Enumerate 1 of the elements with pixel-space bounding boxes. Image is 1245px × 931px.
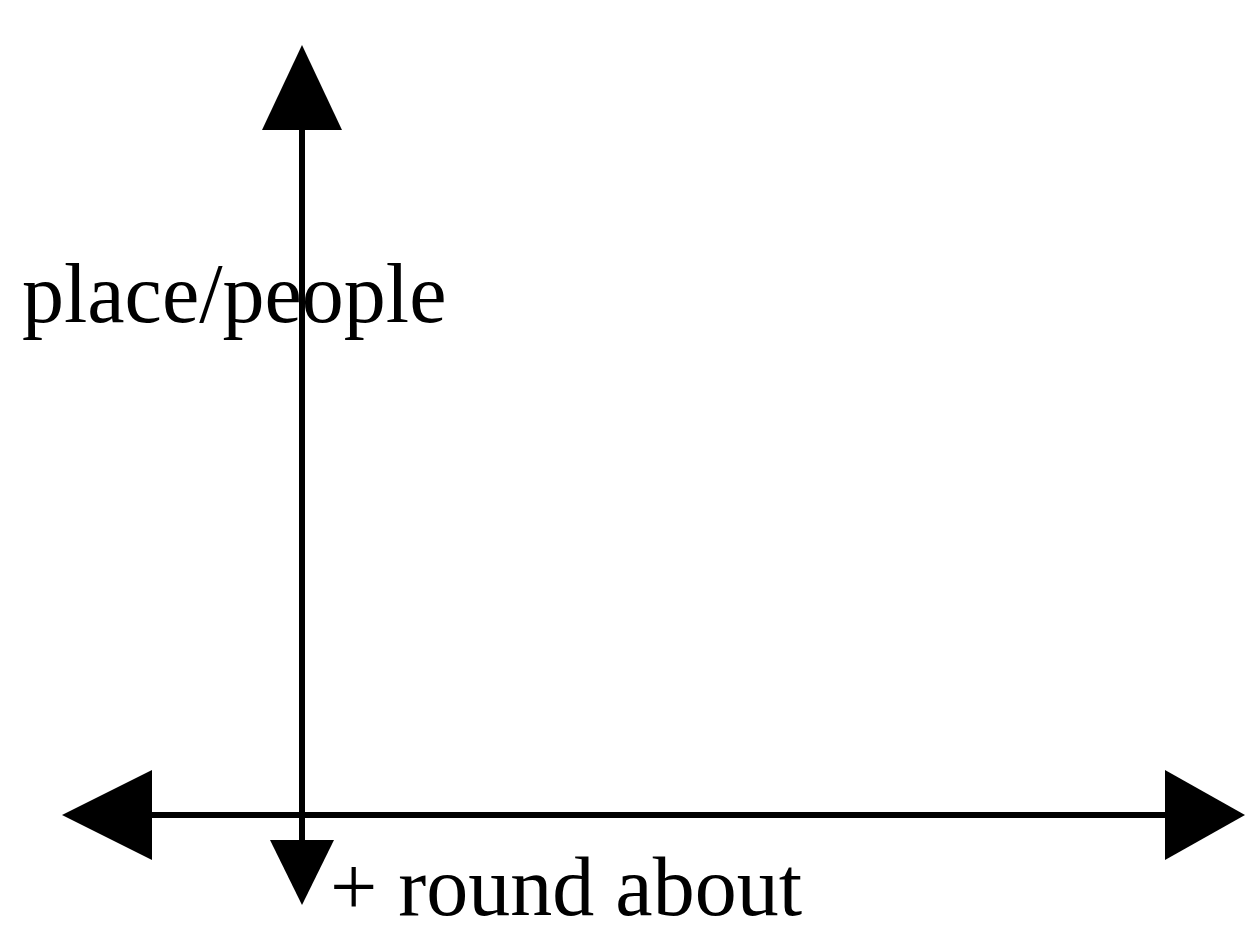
- axis-label: + round about: [330, 845, 802, 929]
